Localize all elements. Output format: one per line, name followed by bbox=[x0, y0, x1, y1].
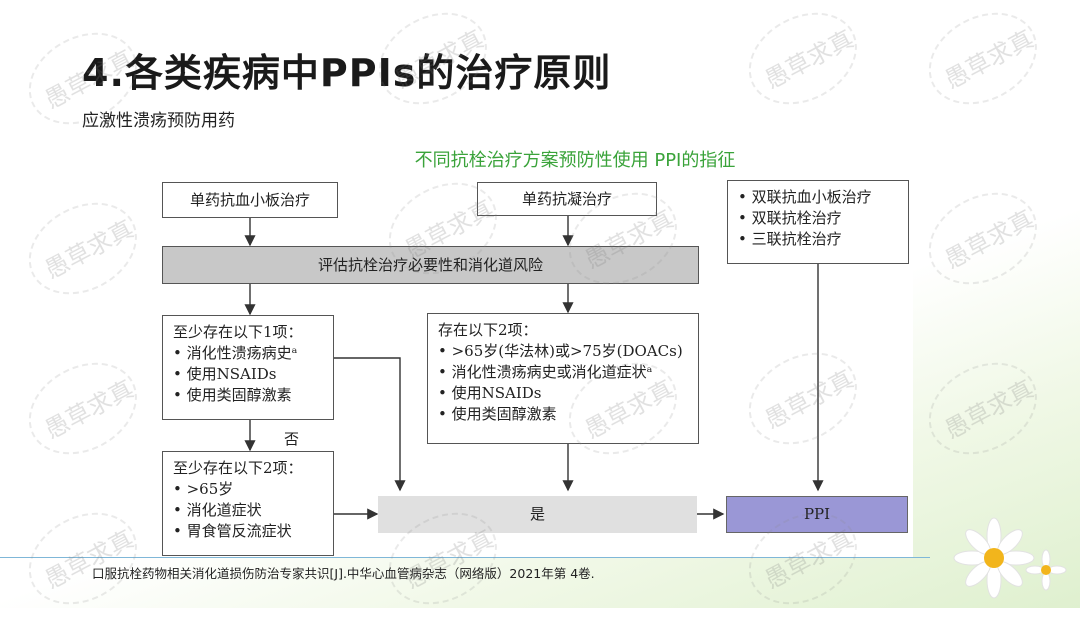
dual-item-3: • 三联抗栓治疗 bbox=[738, 230, 842, 248]
box-single-antiplatelet: 单药抗血小板治疗 bbox=[162, 182, 338, 218]
lower-criteria-item-2: • 消化道症状 bbox=[173, 501, 262, 519]
left-criteria-heading: 至少存在以下1项： bbox=[173, 323, 303, 341]
middle-criteria-item-1: • >65岁(华法林)或>75岁(DOACs) bbox=[438, 342, 683, 360]
left-criteria-item-1: • 消化性溃疡病史ᵃ bbox=[173, 344, 298, 362]
middle-criteria-item-3: • 使用NSAIDs bbox=[438, 384, 542, 402]
middle-criteria-heading: 存在以下2项： bbox=[438, 321, 538, 339]
flowchart-arrows bbox=[244, 216, 824, 520]
reference-citation: 口服抗栓药物相关消化道损伤防治专家共识[J].中华心血管病杂志（网络版）2021… bbox=[92, 566, 595, 581]
box-lower-left-criteria: 至少存在以下2项： • >65岁 • 消化道症状 • 胃食管反流症状 bbox=[162, 451, 334, 556]
daisy-flower-icon bbox=[953, 517, 1067, 599]
slide-subtitle: 应激性溃疡预防用药 bbox=[82, 111, 235, 131]
lower-criteria-heading: 至少存在以下2项： bbox=[173, 459, 303, 477]
flowchart-caption: 不同抗栓治疗方案预防性使用 PPI的指征 bbox=[414, 150, 736, 171]
slide-title: 4.各类疾病中PPIs的治疗原则 bbox=[82, 51, 612, 95]
dual-item-2: • 双联抗栓治疗 bbox=[738, 209, 842, 227]
left-criteria-item-3: • 使用类固醇激素 bbox=[173, 386, 292, 404]
lower-criteria-item-3: • 胃食管反流症状 bbox=[173, 522, 292, 540]
lower-criteria-item-1: • >65岁 bbox=[173, 480, 234, 498]
box-dual-triple-therapy: • 双联抗血小板治疗 • 双联抗栓治疗 • 三联抗栓治疗 bbox=[727, 180, 909, 264]
label-yes: 是 bbox=[529, 505, 545, 523]
label-single-antiplatelet: 单药抗血小板治疗 bbox=[189, 190, 310, 209]
box-left-criteria: 至少存在以下1项： • 消化性溃疡病史ᵃ • 使用NSAIDs • 使用类固醇激… bbox=[162, 315, 334, 420]
flowchart: 单药抗血小板治疗 单药抗凝治疗 • 双联抗血小板治疗 • 双联抗栓治疗 • 三联… bbox=[150, 172, 913, 558]
box-middle-criteria: 存在以下2项： • >65岁(华法林)或>75岁(DOACs) • 消化性溃疡病… bbox=[427, 313, 699, 444]
no-label: 否 bbox=[284, 430, 300, 448]
arrow-left-to-yes bbox=[334, 357, 406, 492]
left-criteria-item-2: • 使用NSAIDs bbox=[173, 365, 277, 383]
label-single-anticoagulant: 单药抗凝治疗 bbox=[521, 189, 612, 208]
middle-criteria-item-4: • 使用类固醇激素 bbox=[438, 405, 557, 423]
dual-item-1: • 双联抗血小板治疗 bbox=[738, 188, 872, 206]
